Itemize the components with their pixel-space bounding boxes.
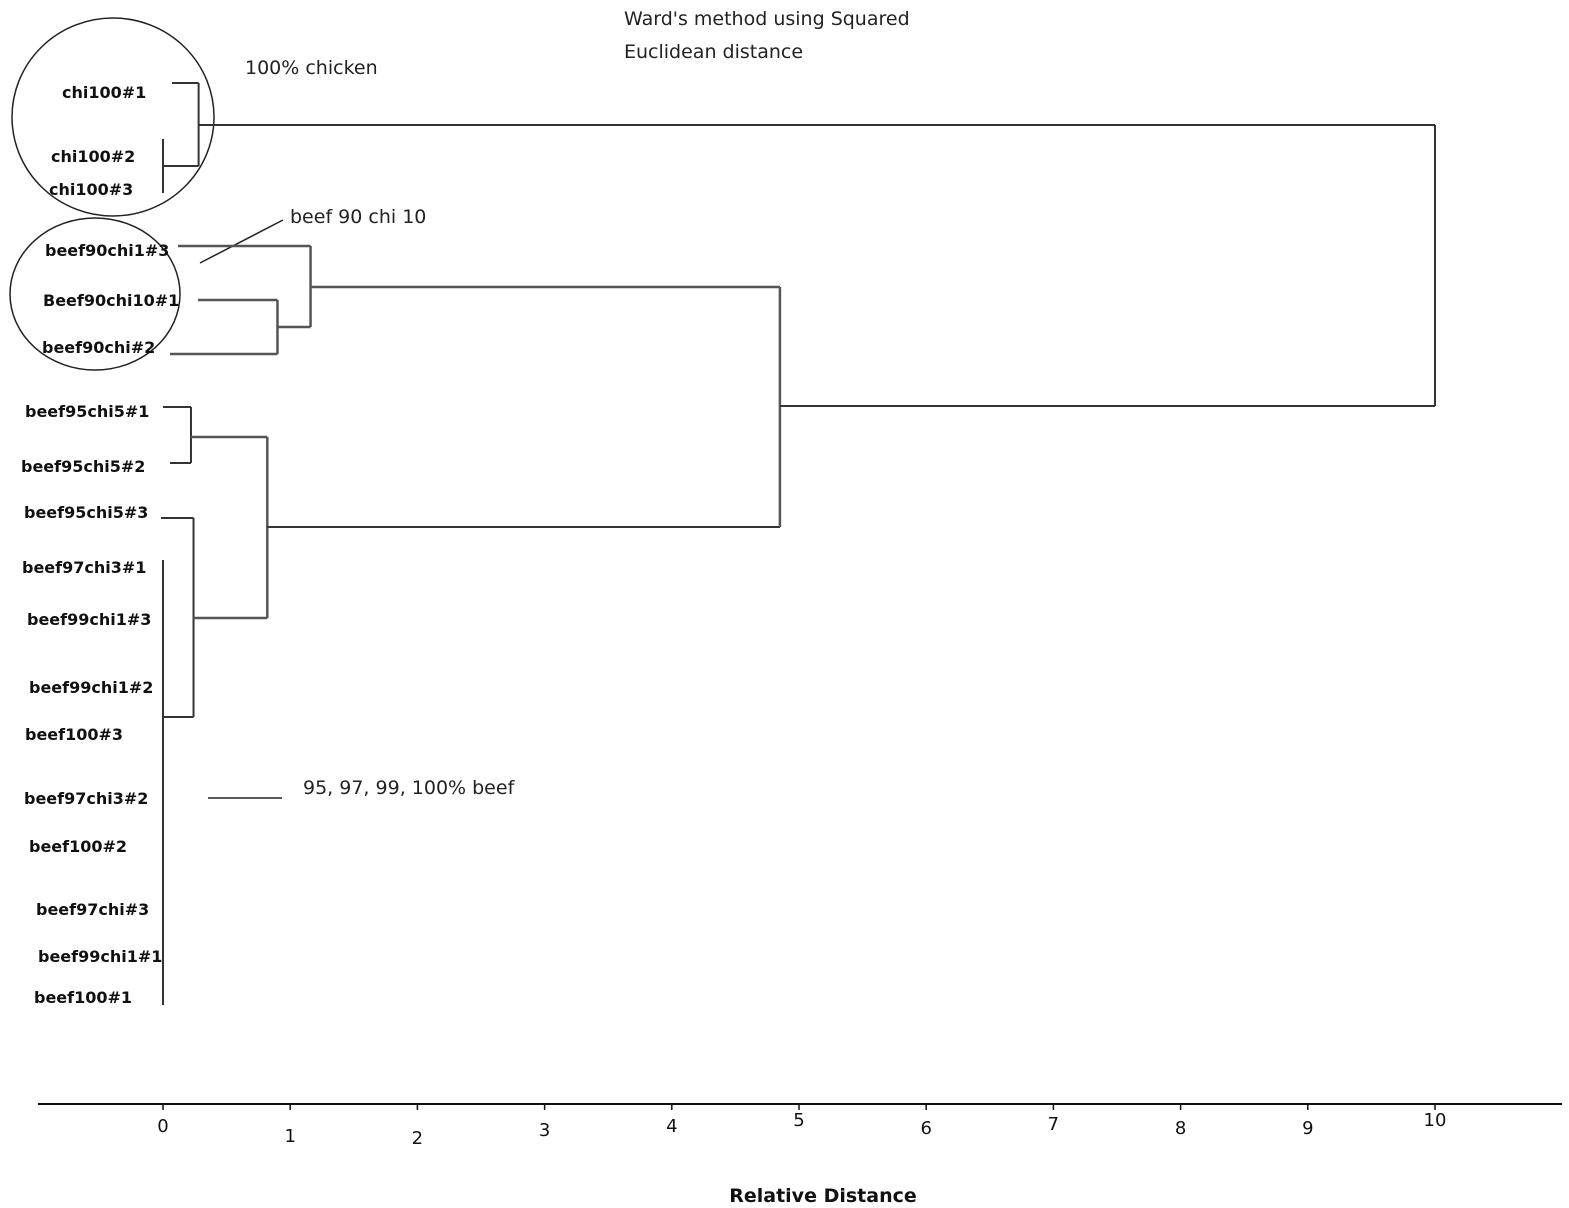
x-axis-ticks: 0 1 2 3 4 5 6 7 8 9 10 xyxy=(157,1104,1446,1149)
x-tick-label: 1 xyxy=(284,1126,295,1147)
x-tick-label: 2 xyxy=(412,1128,423,1149)
annotation-beef90-pointer xyxy=(199,219,284,264)
leaf-label: chi100#3 xyxy=(49,180,133,199)
leaf-label: beef99chi1#1 xyxy=(38,947,162,966)
chart-title-line-1: Ward's method using Squared xyxy=(624,8,910,30)
x-tick-label: 5 xyxy=(793,1110,804,1131)
leaf-label: beef99chi1#3 xyxy=(27,610,151,629)
leaf-label: beef100#1 xyxy=(34,988,132,1007)
leaf-label: beef95chi5#2 xyxy=(21,457,145,476)
leaf-label: beef90chi1#3 xyxy=(45,241,169,260)
x-tick-label: 0 xyxy=(157,1116,168,1137)
leaf-label: beef97chi3#1 xyxy=(22,558,146,577)
x-tick-label: 6 xyxy=(920,1118,931,1139)
annotation-chicken: 100% chicken xyxy=(245,57,378,79)
leaf-labels: chi100#1 chi100#2 chi100#3 beef90chi1#3Beef… xyxy=(21,83,179,1007)
leaf-label: beef100#3 xyxy=(25,725,123,744)
leaf-label: beef97chi#3 xyxy=(36,900,149,919)
x-tick-label: 9 xyxy=(1302,1118,1313,1139)
annotation-beef90: beef 90 chi 10 xyxy=(290,206,426,228)
chicken-group-circle xyxy=(11,17,215,217)
chart-title-line-2: Euclidean distance xyxy=(624,41,803,63)
leaf-label: beef95chi5#3 xyxy=(24,503,148,522)
annotation-beef-rest: 95, 97, 99, 100% beef xyxy=(303,777,516,799)
x-tick-label: 10 xyxy=(1424,1110,1447,1131)
x-tick-label: 8 xyxy=(1175,1118,1186,1139)
x-tick-label: 7 xyxy=(1048,1114,1059,1135)
leaf-label: beef95chi5#1 xyxy=(25,402,149,421)
dendrogram-branches xyxy=(161,82,1436,1005)
leaf-label: chi100#1 xyxy=(62,83,146,102)
leaf-label: beef100#2 xyxy=(29,837,127,856)
x-tick-label: 3 xyxy=(539,1120,550,1141)
leaf-label: Beef90chi10#1 xyxy=(43,291,179,310)
beef90-group-circle xyxy=(9,217,181,371)
leaf-label: beef99chi1#2 xyxy=(29,678,153,697)
x-tick-label: 4 xyxy=(666,1116,677,1137)
x-axis-title: Relative Distance xyxy=(729,1185,917,1207)
leaf-label: beef97chi3#2 xyxy=(24,789,148,808)
leaf-label: beef90chi#2 xyxy=(42,338,155,357)
leaf-label: chi100#2 xyxy=(51,147,135,166)
